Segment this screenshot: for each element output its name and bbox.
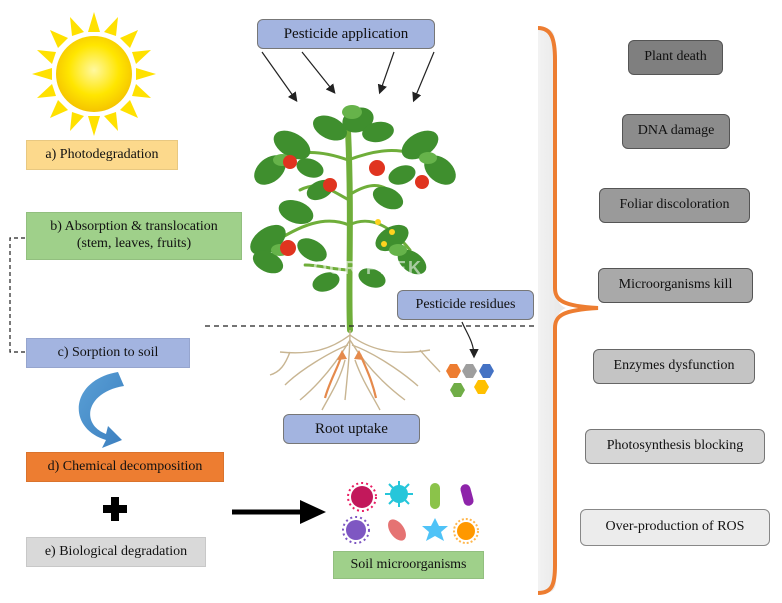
plus-icon [103, 497, 127, 521]
effect-foliar-discoloration: Foliar discoloration [599, 188, 750, 223]
sorption-label: c) Sorption to soil [26, 338, 190, 368]
curved-arrow-icon [78, 372, 124, 448]
absorption-line-2: (stem, leaves, fruits) [76, 236, 192, 251]
dashed-connector [9, 237, 25, 353]
absorption-label: b) Absorption & translocation (stem, lea… [26, 212, 242, 260]
roots-icon [269, 329, 441, 411]
photodegradation-label: a) Photodegradation [26, 140, 178, 170]
residue-particles-icon [446, 364, 494, 397]
absorption-line-1: b) Absorption & translocation [50, 219, 218, 235]
effect-photosynthesis-blocking: Photosynthesis blocking [585, 429, 765, 464]
root-uptake-label: Root uptake [283, 414, 420, 444]
sun-icon [32, 12, 156, 136]
spray-arrows [261, 51, 435, 103]
effect-dna-damage: DNA damage [622, 114, 730, 149]
microorganisms-icon [342, 481, 479, 544]
soil-microorganisms-label: Soil microorganisms [333, 551, 484, 579]
effects-bracket [537, 26, 599, 595]
root-uptake-arrowheads [337, 350, 364, 360]
effect-ros-overproduction: Over-production of ROS [580, 509, 770, 546]
pesticide-residues-label: Pesticide residues [397, 290, 534, 320]
right-arrow-icon [232, 500, 326, 524]
watermark-text: FOUR PEEK [300, 258, 424, 278]
effect-enzymes-dysfunction: Enzymes dysfunction [593, 349, 755, 384]
effect-microorganisms-kill: Microorganisms kill [598, 268, 753, 303]
residue-arrow [461, 321, 479, 359]
chemical-decomposition-label: d) Chemical decomposition [26, 452, 224, 482]
tomato-plant-icon [250, 105, 456, 333]
biological-degradation-label: e) Biological degradation [26, 537, 206, 567]
effect-plant-death: Plant death [628, 40, 723, 75]
pesticide-application-label: Pesticide application [257, 19, 435, 49]
